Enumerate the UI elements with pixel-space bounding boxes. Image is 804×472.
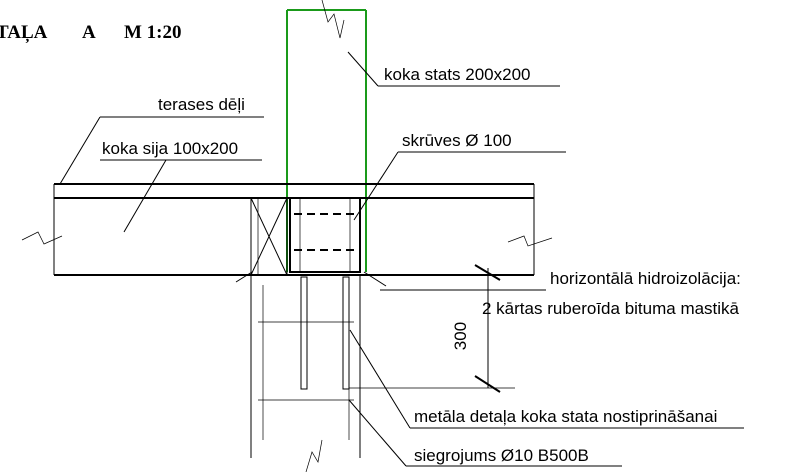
leader-deck-boards <box>59 116 264 185</box>
dimension-text: 300 <box>451 322 470 350</box>
label-post: koka stats 200x200 <box>384 65 530 84</box>
label-waterproofing-1: horizontālā hidroizolācija: <box>550 269 741 288</box>
leader-reinforcement <box>348 399 622 467</box>
label-metal-part: metāla detaļa koka stata nostiprināšanai <box>414 407 717 426</box>
leader-post <box>347 51 560 87</box>
drawing-section: A <box>82 22 96 43</box>
wooden-post <box>286 0 367 272</box>
label-deck-boards: terases dēļi <box>158 95 245 114</box>
label-screws: skrūves Ø 100 <box>402 131 512 150</box>
label-beam: koka sija 100x200 <box>102 139 238 158</box>
leader-metal-part <box>349 329 744 429</box>
dimension-300: 300 <box>349 264 515 393</box>
leader-beam <box>100 159 262 233</box>
leader-screws <box>353 151 566 221</box>
deck-beam-assembly <box>21 183 553 276</box>
drawing-scale: M 1:20 <box>124 22 182 43</box>
drawing-title: TAĻA <box>0 22 48 43</box>
label-reinforcement: siegrojums Ø10 B500B <box>414 446 589 465</box>
label-waterproofing-2: 2 kārtas ruberoīda bituma mastikā <box>482 299 740 318</box>
metal-shoe <box>289 197 361 273</box>
concrete-foundation <box>235 271 387 472</box>
